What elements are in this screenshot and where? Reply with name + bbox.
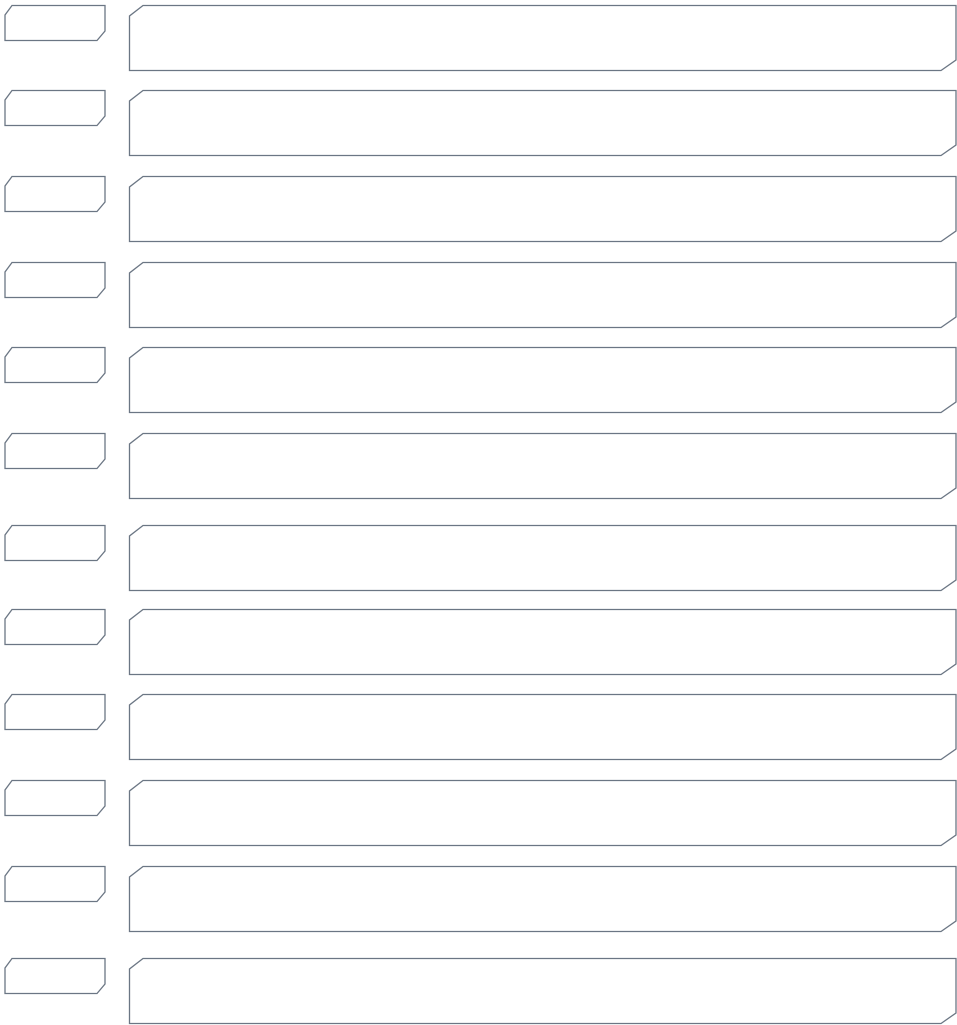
field-value-input[interactable] [128, 261, 957, 329]
form-row [0, 89, 957, 157]
label-box-outline [4, 261, 106, 299]
label-box-outline [4, 865, 106, 903]
field-label-box [4, 175, 107, 213]
form-row [0, 693, 957, 761]
form-row [0, 524, 957, 592]
form-row [0, 608, 957, 676]
field-label-box [4, 89, 107, 127]
field-value-input[interactable] [128, 608, 957, 676]
field-value-input[interactable] [128, 957, 957, 1025]
field-value-input[interactable] [128, 693, 957, 761]
field-value-input[interactable] [128, 865, 957, 933]
field-value-input[interactable] [128, 346, 957, 414]
form-row [0, 779, 957, 847]
label-box-outline [4, 693, 106, 731]
value-box-outline [128, 175, 957, 243]
field-label-box [4, 865, 107, 903]
form-row [0, 175, 957, 243]
field-label-box [4, 432, 107, 470]
field-label-box [4, 4, 107, 42]
value-box-outline [128, 261, 957, 329]
form-row [0, 4, 957, 72]
field-value-input[interactable] [128, 524, 957, 592]
label-box-outline [4, 346, 106, 384]
label-box-outline [4, 432, 106, 470]
value-box-outline [128, 608, 957, 676]
field-label-box [4, 693, 107, 731]
label-box-outline [4, 4, 106, 42]
value-box-outline [128, 957, 957, 1025]
value-box-outline [128, 865, 957, 933]
field-value-input[interactable] [128, 175, 957, 243]
value-box-outline [128, 89, 957, 157]
field-value-input[interactable] [128, 779, 957, 847]
value-box-outline [128, 346, 957, 414]
label-box-outline [4, 89, 106, 127]
field-label-box [4, 261, 107, 299]
field-label-box [4, 957, 107, 995]
form-row [0, 346, 957, 414]
label-box-outline [4, 779, 106, 817]
form-row [0, 865, 957, 933]
value-box-outline [128, 693, 957, 761]
field-value-input[interactable] [128, 4, 957, 72]
value-box-outline [128, 432, 957, 500]
field-label-box [4, 524, 107, 562]
value-box-outline [128, 4, 957, 72]
field-value-input[interactable] [128, 432, 957, 500]
form-row [0, 261, 957, 329]
label-box-outline [4, 175, 106, 213]
form-row [0, 957, 957, 1025]
form-row [0, 432, 957, 500]
label-box-outline [4, 957, 106, 995]
value-box-outline [128, 524, 957, 592]
label-box-outline [4, 608, 106, 646]
value-box-outline [128, 779, 957, 847]
field-value-input[interactable] [128, 89, 957, 157]
field-label-box [4, 608, 107, 646]
field-label-box [4, 346, 107, 384]
label-box-outline [4, 524, 106, 562]
field-label-box [4, 779, 107, 817]
